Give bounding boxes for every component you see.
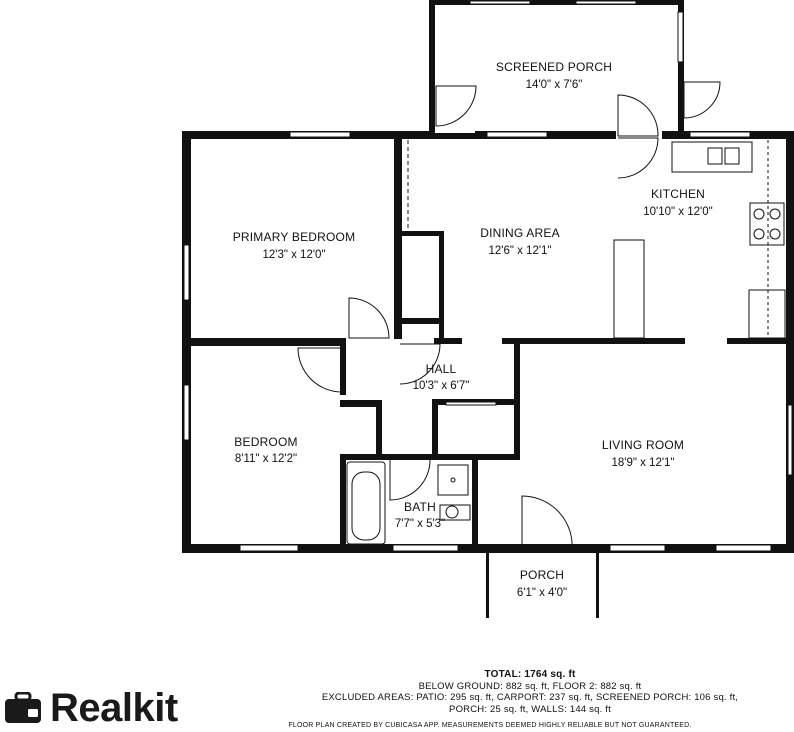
room-dims-screened-porch: 14'0" x 7'6" xyxy=(526,79,583,91)
closets xyxy=(397,236,497,406)
room-label-screened-porch: SCREENED PORCH xyxy=(496,60,612,74)
room-labels: SCREENED PORCH 14'0" x 7'6" KITCHEN 10'1… xyxy=(233,60,713,599)
area-line-2: EXCLUDED AREAS: PATIO: 295 sq. ft, CARPO… xyxy=(321,692,739,703)
room-dims-dining-area: 12'6" x 12'1" xyxy=(488,245,551,257)
kitchen-fixtures xyxy=(613,140,786,339)
room-label-living-room: LIVING ROOM xyxy=(602,438,684,452)
briefcase-icon xyxy=(5,692,41,723)
room-dims-primary-bedroom: 12'3" x 12'0" xyxy=(262,249,325,261)
room-dims-bedroom: 8'11" x 12'2" xyxy=(235,453,297,465)
room-label-dining-area: DINING AREA xyxy=(480,226,560,240)
windows xyxy=(183,0,793,552)
room-dims-porch: 6'1" x 4'0" xyxy=(517,587,567,599)
room-dims-hall: 10'3" x 6'7" xyxy=(413,380,470,392)
floor-plan: SCREENED PORCH 14'0" x 7'6" KITCHEN 10'1… xyxy=(182,0,794,618)
room-label-primary-bedroom: PRIMARY BEDROOM xyxy=(233,230,356,244)
area-line-3: PORCH: 25 sq. ft, WALLS: 144 sq. ft xyxy=(449,703,611,715)
room-label-hall: HALL xyxy=(426,362,457,376)
doors xyxy=(297,81,721,551)
brand-logo: Realkit xyxy=(4,688,178,728)
room-label-bath: BATH xyxy=(404,500,436,514)
disclaimer: FLOOR PLAN CREATED BY CUBICASA APP. MEAS… xyxy=(288,722,692,729)
total-area: TOTAL: 1764 sq. ft xyxy=(484,669,576,680)
area-line-1: BELOW GROUND: 882 sq. ft, FLOOR 2: 882 s… xyxy=(418,680,642,692)
room-label-bedroom: BEDROOM xyxy=(234,435,297,449)
bath-fixtures xyxy=(346,461,471,545)
room-dims-kitchen: 10'10" x 12'0" xyxy=(643,206,712,218)
room-dims-bath: 7'7" x 5'3" xyxy=(395,518,445,530)
area-summary: TOTAL: 1764 sq. ft BELOW GROUND: 882 sq.… xyxy=(250,669,794,715)
room-label-kitchen: KITCHEN xyxy=(651,187,705,201)
brand-name: Realkit xyxy=(50,686,178,730)
room-dims-living-room: 18'9" x 12'1" xyxy=(611,457,674,469)
room-label-porch: PORCH xyxy=(520,568,564,582)
